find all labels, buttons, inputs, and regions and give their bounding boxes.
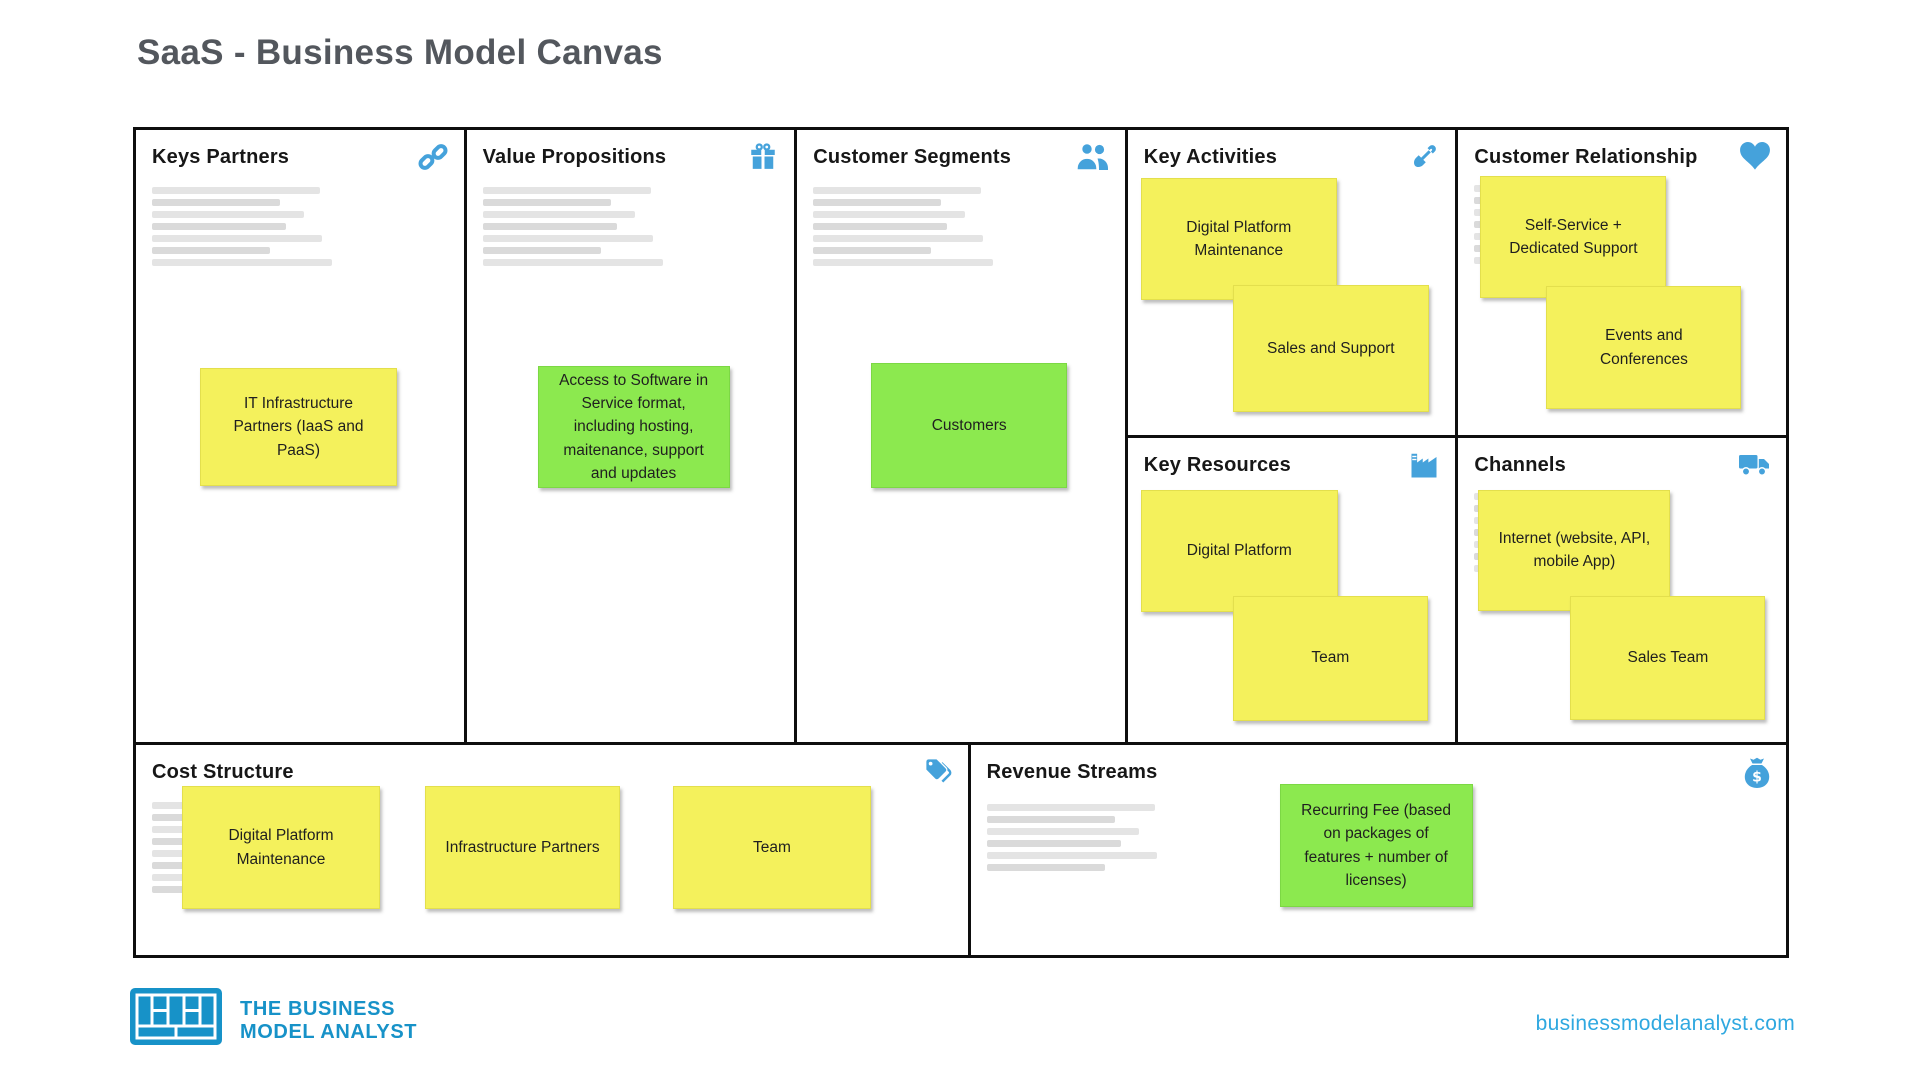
section-customer-relationship: Customer Relationship Self-Service + Ded… [1458, 130, 1786, 435]
section-title: Keys Partners [152, 146, 290, 168]
section-key-activities: Key Activities Digital Platform Maintena… [1127, 130, 1456, 435]
brand-line-1: THE BUSINESS [240, 998, 396, 1020]
money-bag-icon: $ [1744, 757, 1770, 794]
sticky-note: IT Infrastructure Partners (IaaS and Paa… [200, 368, 397, 486]
section-title: Channels [1474, 453, 1567, 476]
sticky-note: Access to Software in Service format, in… [537, 366, 730, 488]
sticky-note: Digital Platform [1140, 489, 1338, 612]
gift-icon [748, 142, 778, 177]
sticky-note: Team [673, 786, 871, 909]
shovel-icon [1409, 142, 1439, 177]
sticky-note: Sales Team [1570, 595, 1766, 720]
page-title: SaaS - Business Model Canvas [137, 33, 663, 72]
section-title: Key Resources [1143, 453, 1291, 476]
section-key-resources: Key Resources Digital Platform Team [1127, 437, 1456, 742]
business-model-canvas: Keys Partners IT Infrastructure Partners… [133, 127, 1789, 958]
section-key-partners: Keys Partners IT Infrastructure Partners… [136, 130, 464, 742]
svg-text:$: $ [1752, 770, 1762, 786]
section-title: Customer Segments [813, 146, 1012, 168]
canvas-top-grid: Keys Partners IT Infrastructure Partners… [136, 130, 1786, 742]
placeholder-lines [152, 187, 342, 266]
placeholder-lines [986, 804, 1177, 871]
brand-name: THE BUSINESS MODEL ANALYST [240, 998, 417, 1044]
tag-icon [922, 757, 952, 792]
sticky-note: Recurring Fee (based on packages of feat… [1279, 784, 1473, 907]
sticky-note: Digital Platform Maintenance [1140, 178, 1337, 300]
website-link[interactable]: businessmodelanalyst.com [1535, 1012, 1795, 1035]
truck-icon [1738, 450, 1770, 483]
sticky-note: Self-Service + Dedicated Support [1480, 176, 1667, 298]
section-customer-segments: Customer Segments Customers [797, 130, 1125, 742]
section-title: Value Propositions [482, 146, 667, 168]
sticky-note: Events and Conferences [1546, 286, 1742, 409]
canvas-bottom-row: Cost Structure Digital Platform Maintena… [136, 742, 1786, 955]
section-title: Revenue Streams [986, 761, 1158, 783]
section-channels: Channels Internet (website, API, mobile … [1458, 437, 1786, 742]
section-value-propositions: Value Propositions Access to Software in… [466, 130, 795, 742]
section-title: Customer Relationship [1474, 146, 1698, 168]
sticky-note: Team [1232, 595, 1428, 721]
section-cost-structure: Cost Structure Digital Platform Maintena… [136, 745, 968, 955]
brand-logo [130, 988, 222, 1050]
sticky-note: Digital Platform Maintenance [182, 786, 380, 909]
heart-icon [1740, 142, 1770, 175]
brand-line-2: MODEL ANALYST [240, 1021, 418, 1043]
placeholder-lines [813, 187, 1003, 266]
people-icon [1075, 142, 1109, 177]
link-icon [418, 142, 448, 177]
sticky-note: Internet (website, API, mobile App) [1478, 489, 1671, 611]
section-revenue-streams: Revenue Streams $ Recurring Fee (based o… [967, 745, 1786, 955]
sticky-note: Customers [871, 363, 1068, 488]
section-title: Key Activities [1143, 146, 1278, 168]
sticky-note: Infrastructure Partners [425, 786, 620, 909]
factory-icon [1409, 450, 1439, 485]
section-title: Cost Structure [152, 761, 294, 783]
sticky-note: Sales and Support [1232, 285, 1429, 412]
placeholder-lines [482, 187, 673, 266]
